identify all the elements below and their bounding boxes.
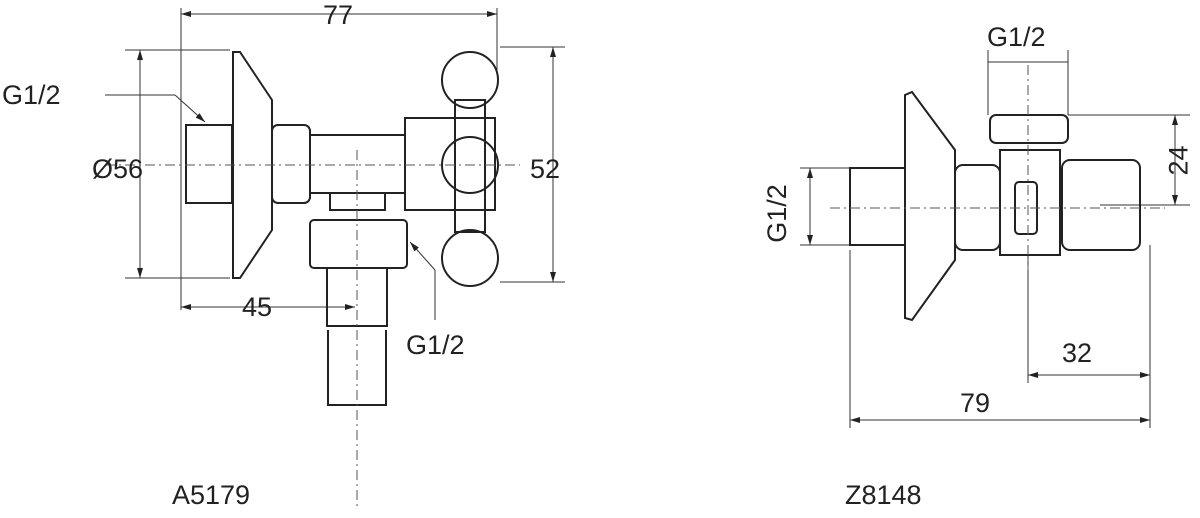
dim-width-label: 77: [323, 0, 354, 30]
dim-24-label: 24: [1163, 145, 1194, 176]
inlet-thread-label: G1/2: [2, 80, 61, 110]
dim-32-label: 32: [1062, 338, 1093, 368]
dim-79-label: 79: [960, 388, 991, 418]
inlet-thread-label-right: G1/2: [761, 184, 792, 243]
dim-outlet-label: 45: [242, 292, 273, 322]
top-thread-label: G1/2: [987, 22, 1046, 52]
model-z8148-label: Z8148: [845, 480, 922, 510]
model-a5179-label: A5179: [172, 480, 251, 510]
outlet-thread-label: G1/2: [406, 330, 465, 360]
valve-z8148-drawing: [800, 50, 1190, 428]
valve-a5179-drawing: [105, 8, 565, 510]
dim-diameter-label: Ø56: [92, 154, 144, 184]
dim-height-label: 52: [530, 154, 561, 184]
